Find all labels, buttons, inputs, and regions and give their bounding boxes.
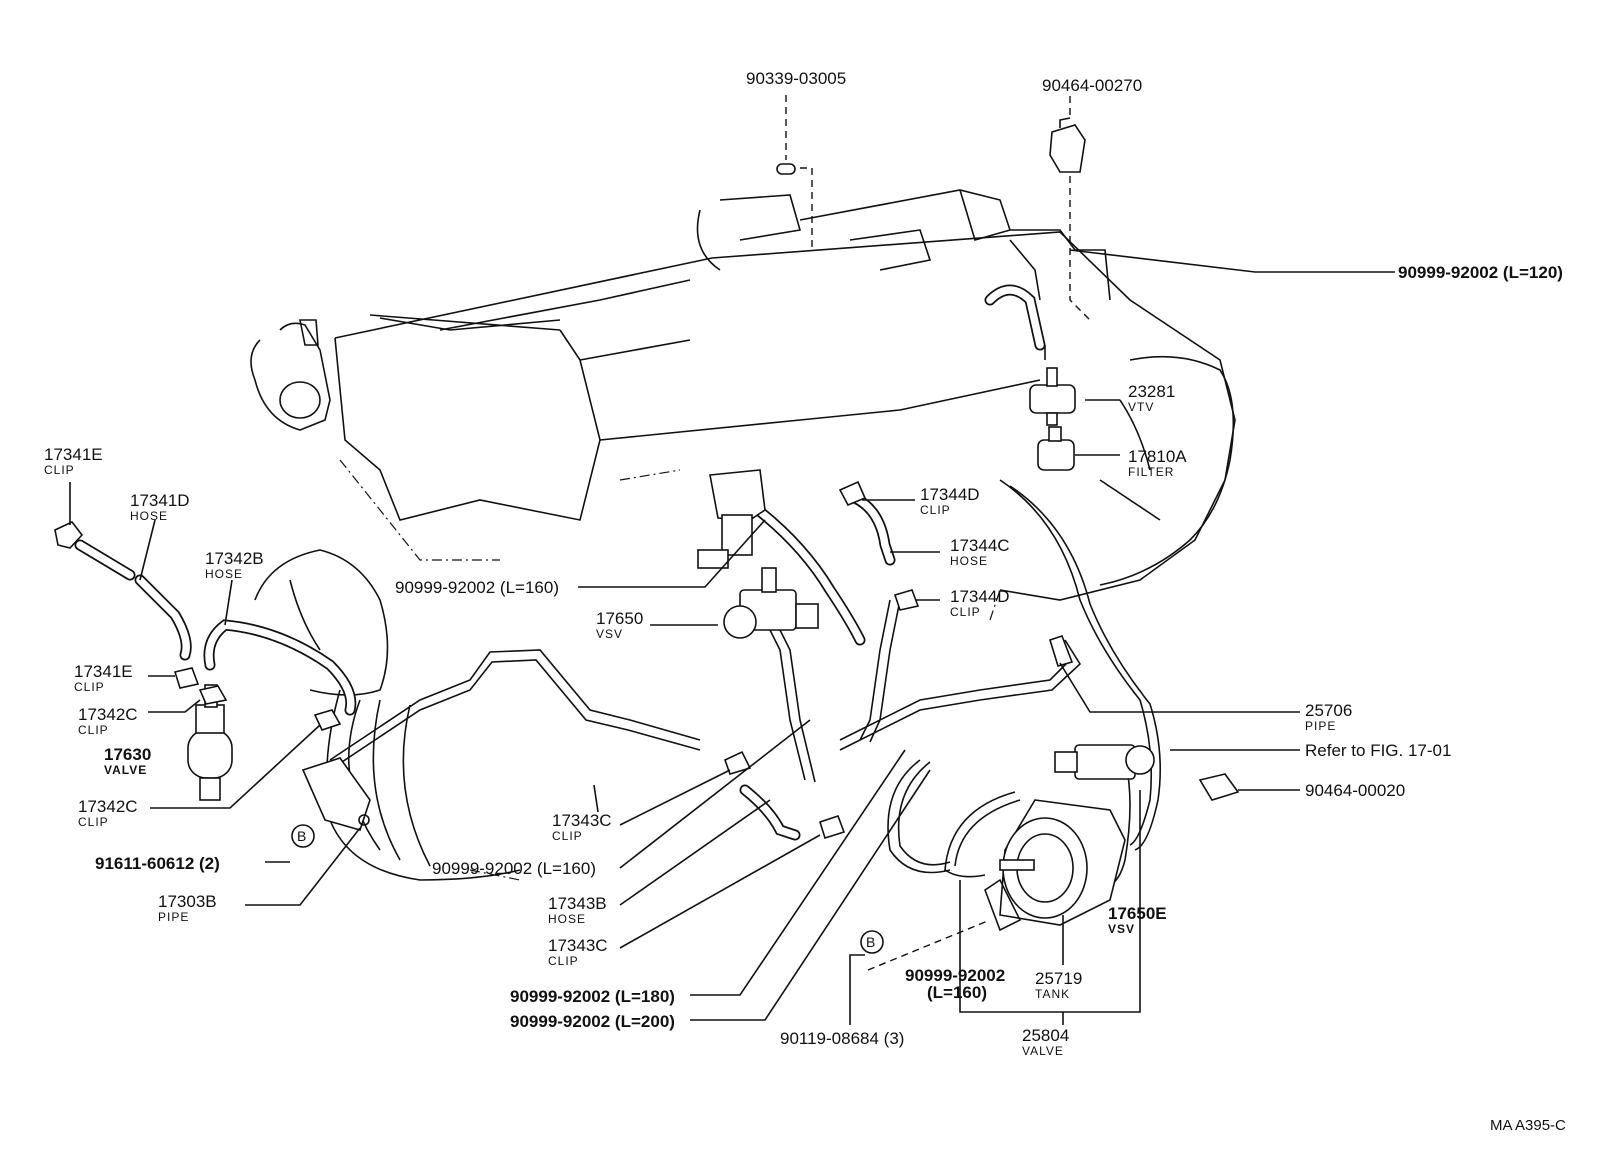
clip-17344d-top xyxy=(838,480,867,507)
clip-17341e-top xyxy=(54,521,84,549)
marker-b-left-text: B xyxy=(297,828,307,844)
pipe-25706-bracket xyxy=(1049,634,1074,667)
vtv-nipple xyxy=(1046,367,1058,387)
label-90464-00020: 90464-00020 xyxy=(1305,781,1406,800)
clamp-90464-00020 xyxy=(1198,773,1240,801)
clip-17342c-top xyxy=(198,685,228,705)
label-refer-fig: Refer to FIG. 17-01 xyxy=(1305,741,1452,760)
valve-top-middle xyxy=(709,469,766,521)
label-90999-92002-l200: 90999-92002 (L=200) xyxy=(510,1012,675,1031)
top-parts xyxy=(776,95,1091,471)
marker-b-group xyxy=(291,824,884,954)
label-90464-00270: 90464-00270 xyxy=(1042,76,1143,95)
label-91611-60612: 91611-60612 (2) xyxy=(95,854,220,873)
pin-part xyxy=(776,163,796,175)
label-90999-92002-l180: 90999-92002 (L=180) xyxy=(510,987,675,1006)
vtv-part xyxy=(1029,384,1076,414)
valve-17630-body xyxy=(187,729,233,779)
valve-17630-thread xyxy=(199,777,221,801)
clip-17343c-top xyxy=(724,750,752,775)
pipe-17303b-bracket xyxy=(301,757,371,831)
label-90999-92002-l160-b: 90999-92002 (L=160) xyxy=(432,859,596,878)
label-90999-92002-l160-a: 90999-92002 (L=160) xyxy=(395,578,559,597)
marker-b-right-text: B xyxy=(866,934,876,950)
clip-17341e-bot xyxy=(173,667,200,689)
label-90339-03005: 90339-03005 xyxy=(746,69,847,88)
marker-b-left xyxy=(291,824,315,848)
components xyxy=(54,469,1240,932)
label-90119-08684: 90119-08684 (3) xyxy=(780,1029,905,1048)
clamp-part-top xyxy=(1049,124,1086,173)
valve-17630-top xyxy=(195,704,225,734)
leader-lines xyxy=(69,249,1395,1025)
label-90999-92002-l120: 90999-92002 (L=120) xyxy=(1398,263,1563,282)
figure-code: MA A395-C xyxy=(1490,1117,1566,1134)
label-90999-92002-l160-c: 90999-92002(L=160) xyxy=(905,966,1006,1002)
clip-17343c-bot xyxy=(819,814,846,840)
filter-part xyxy=(1037,439,1075,471)
marker-b-right xyxy=(860,930,884,954)
clip-17344d-bot xyxy=(893,589,920,611)
